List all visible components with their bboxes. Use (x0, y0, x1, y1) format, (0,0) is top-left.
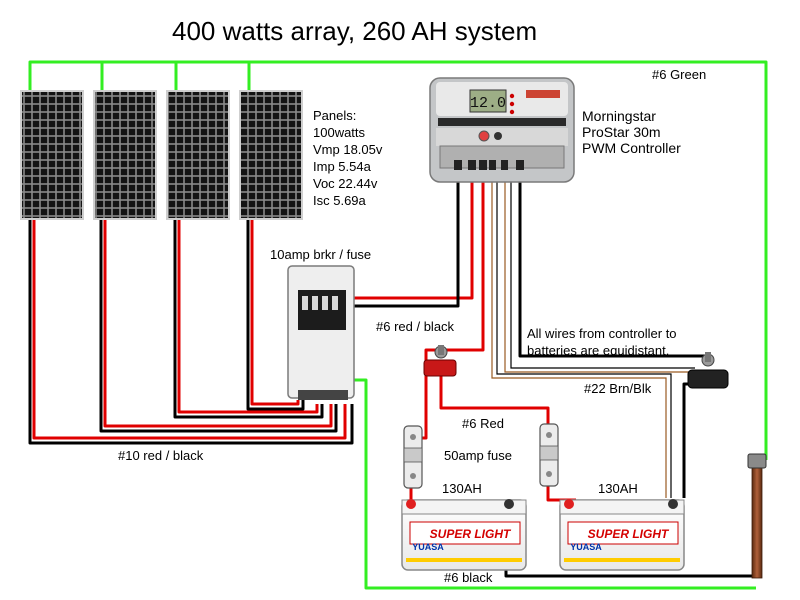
fuse (403, 425, 423, 489)
panel-spec-vmp: Vmp 18.05v (313, 142, 383, 157)
battery-capacity: 130AH (598, 481, 638, 496)
battery: SUPER LIGHT YUASA (401, 499, 527, 571)
ground-wire-label: #6 Green (652, 67, 706, 82)
panel-spec-power: 100watts (313, 125, 366, 140)
solar-panel (239, 90, 303, 220)
solar-panel (20, 90, 84, 220)
controller-brand: Morningstar (582, 108, 656, 124)
positive-bus-bar (423, 345, 457, 377)
fuse-label: 50amp fuse (444, 448, 512, 463)
controller-terminals (454, 160, 524, 170)
panel-spec-isc: Isc 5.69a (313, 193, 367, 208)
battery-negative-label: #6 black (444, 570, 493, 585)
diagram-title: 400 watts array, 260 AH system (172, 16, 537, 46)
breaker-controller-wires (354, 168, 474, 308)
battery-brand: SUPER LIGHT (430, 527, 512, 541)
breaker-label: 10amp brkr / fuse (270, 247, 371, 262)
controller-type: PWM Controller (582, 140, 681, 156)
breaker-box (287, 265, 355, 400)
solar-panel (93, 90, 157, 220)
sense-wire-label: #22 Brn/Blk (584, 381, 652, 396)
panel-spec-imp: Imp 5.54a (313, 159, 372, 174)
battery: SUPER LIGHT YUASA (559, 499, 685, 571)
sense-wires (491, 168, 695, 498)
panel-specs-heading: Panels: (313, 108, 356, 123)
panel-specs: Panels: 100watts Vmp 18.05v Imp 5.54a Vo… (313, 108, 383, 208)
equidistant-note-line-1: All wires from controller to (527, 326, 677, 341)
battery-maker: YUASA (412, 542, 444, 552)
battery-capacity: 130AH (442, 481, 482, 496)
controller-display: 12.0 (470, 95, 506, 112)
battery-positive-label: #6 Red (462, 416, 504, 431)
solar-panel (166, 90, 230, 220)
fuse (539, 423, 559, 487)
battery-maker: YUASA (570, 542, 602, 552)
controller-model: ProStar 30m (582, 124, 661, 140)
ground-wires (28, 60, 768, 590)
ground-rod (747, 453, 767, 579)
negative-bus-bar (687, 352, 729, 389)
charge-controller: 12.0 (429, 77, 575, 183)
battery-brand: SUPER LIGHT (588, 527, 670, 541)
panel-spec-voc: Voc 22.44v (313, 176, 378, 191)
controller-wire-label: #6 red / black (376, 319, 455, 334)
panel-wire-label: #10 red / black (118, 448, 204, 463)
panel-wires (28, 220, 354, 445)
equidistant-note-line-2: batteries are equidistant. (527, 343, 669, 358)
controller-label: Morningstar ProStar 30m PWM Controller (582, 108, 681, 156)
